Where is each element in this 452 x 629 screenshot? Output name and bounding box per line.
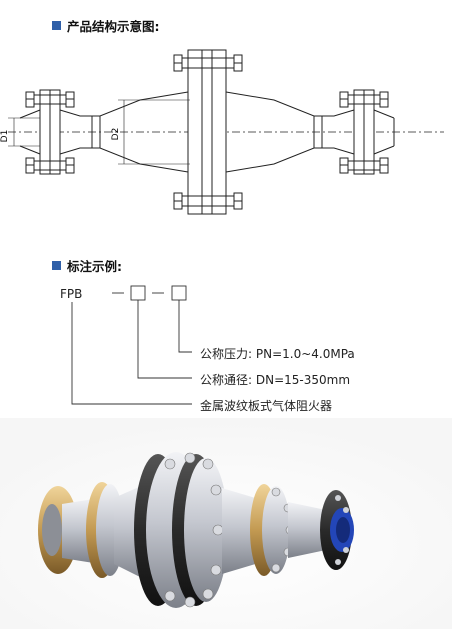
section-bullet-icon	[52, 21, 61, 30]
left-bolts-top	[25, 91, 75, 108]
code-box-2	[171, 285, 187, 301]
right-outer-flange	[363, 89, 375, 175]
d2-label: D2	[111, 128, 121, 141]
left-stub	[19, 109, 41, 155]
name-callout: 金属波纹板式气体阻火器	[200, 399, 333, 413]
structure-section-title: 产品结构示意图:	[52, 16, 160, 35]
right-cone	[225, 91, 322, 173]
leader-pressure	[178, 300, 192, 353]
code-prefix: FPB	[60, 287, 82, 301]
center-flange-right	[211, 49, 227, 215]
center-flange-core	[201, 49, 213, 215]
diameter-callout: 公称通径: DN=15-350mm	[200, 373, 351, 387]
code-box-1	[130, 285, 146, 301]
right-end-bolts	[335, 495, 349, 565]
center-bolt-heads	[164, 452, 224, 608]
right-bolts-top	[339, 91, 389, 108]
marking-title-text: 标注示例:	[67, 259, 122, 274]
leader-diameter	[137, 300, 192, 379]
pressure-callout: 公称压力: PN=1.0~4.0MPa	[200, 347, 355, 361]
right-stub	[373, 109, 395, 155]
product-photo	[0, 418, 452, 629]
left-inner-flange	[49, 89, 61, 175]
left-cone	[92, 91, 189, 173]
structure-title-text: 产品结构示意图:	[67, 19, 160, 34]
right-nozzle	[322, 109, 355, 155]
left-nozzle	[59, 109, 93, 155]
leader-name	[71, 302, 192, 405]
center-flange-left	[187, 49, 203, 215]
section-bullet-icon	[52, 261, 61, 270]
center-bolts-bottom	[173, 192, 243, 210]
center-bolts-top	[173, 54, 243, 72]
right-nozzle-body	[288, 502, 326, 558]
marking-section-title: 标注示例:	[52, 256, 122, 275]
left-bolts-bottom	[25, 157, 75, 174]
right-bolts-bottom	[339, 157, 389, 174]
marking-diagram: FPB	[60, 285, 192, 405]
d1-label: D1	[0, 130, 10, 143]
structure-drawing: D1 D2	[0, 49, 444, 215]
